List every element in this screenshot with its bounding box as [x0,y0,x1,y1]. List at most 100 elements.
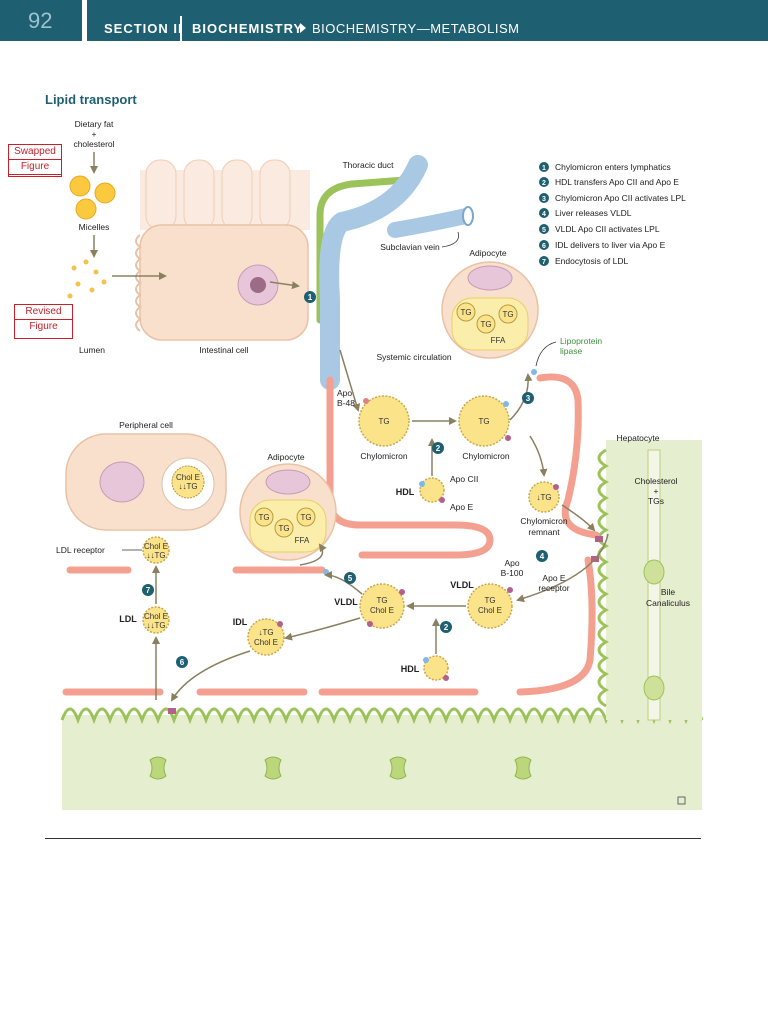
triangle-icon [300,23,306,33]
arrow-line [90,152,300,290]
apo-b48-label: B-48 [337,398,355,408]
step-marker-numbers: 1 2 3 4 5 2 6 7 [146,293,545,667]
subclavian-vein-label: Subclavian vein [380,242,440,252]
subclavian-vein [387,208,474,238]
step-marker-3 [522,392,534,404]
bile-canaliculus [643,559,665,585]
vldl-label: VLDL [450,580,474,590]
vldl-particle [467,583,513,629]
tg-label: ↓TG [258,628,273,637]
apo-b48-label: Apo [337,388,352,398]
chylomicron-remnant-particle [528,481,560,513]
tg-label: TG [502,310,513,319]
bottom-junctions [149,756,532,780]
apo-cii-label: Apo CII [450,474,478,484]
stamp-line: Figure [29,321,58,332]
idl-particle [247,618,285,656]
circulation-vessel [536,373,600,539]
cholesterol-tgs-label: TGs [648,496,664,506]
step-marker-6 [176,656,188,668]
bile-canaliculus-duct [647,449,661,721]
lipoprotein-particles [142,395,560,681]
svg-text:6: 6 [542,243,546,250]
bottom-rule [45,838,701,839]
ffa-label: FFA [491,336,506,345]
peripheral-nucleus [99,461,145,503]
intestinal-cell [139,224,309,341]
systemic-circulation-label: Systemic circulation [376,352,451,362]
subsection-label: BIOCHEMISTRY—METABOLISM [300,21,520,36]
stamp-line: Swapped [9,145,61,160]
tg-droplet [274,518,294,538]
adipocyte-nucleus [265,469,311,495]
figure-title: Lipid transport [45,92,137,107]
svg-text:7: 7 [146,586,151,595]
apo-b100-label: B-100 [501,568,524,578]
tg-label: ↓↓TG [146,621,165,630]
tg-droplet [476,314,496,334]
peripheral-cell-label: Peripheral cell [119,420,173,430]
adipocyte-label: Adipocyte [267,452,305,462]
legend-item: 3 Chylomicron Apo CII activates LPL [539,193,686,203]
lipid-transport-diagram: 1 2 3 4 5 2 6 7 Dietary fat + cholestero… [56,119,704,810]
stamp-line: Revised [15,305,72,320]
legend-item: 5 VLDL Apo CII activates LPL [539,224,660,234]
apo-b100-label: Apo [504,558,519,568]
villus-columns [145,159,291,231]
hdl-label: HDL [396,487,415,497]
adipocyte-label: Adipocyte [469,248,507,258]
apo-e-receptor-label: Apo E [542,573,565,583]
intestinal-cell-brush-border [135,234,142,332]
hdl-particle [423,655,449,681]
stamp-line: Figure [9,160,61,175]
apo-e-label: Apo E [450,502,473,512]
tg-label: TG [278,524,289,533]
vldl-label: VLDL [334,597,358,607]
svg-text:5: 5 [542,227,546,234]
svg-text:2: 2 [542,180,546,187]
legend: 1 Chylomicron enters lymphatics 2 HDL tr… [539,162,686,266]
tg-label: TG [460,308,471,317]
section-label: SECTION II [104,21,183,36]
circulation-vessel [516,556,596,696]
dietary-label: Dietary fat [75,119,114,129]
tg-droplet [296,507,316,527]
fat-droplets [69,175,116,220]
hepatocyte-label: Hepatocyte [617,433,660,443]
svg-text:2: 2 [444,623,449,632]
header-divider [180,16,182,41]
step-marker-1 [304,291,316,303]
chylomicron-remnant-label: remnant [528,527,560,537]
apoprotein-markers [277,398,559,681]
page-number: 92 [28,8,53,33]
lipoprotein-name-labels: HDL VLDL VLDL HDL IDL LDL [119,487,474,674]
svg-text:5: 5 [348,574,353,583]
diagram-labels: Dietary fat + cholesterol Micelles Lumen… [73,119,690,608]
subclavian-vein [319,155,428,390]
step-marker-5 [344,572,356,584]
svg-text:Lipoprotein: Lipoprotein [560,336,602,346]
svg-text:Endocytosis of LDL: Endocytosis of LDL [555,256,629,266]
vldl-particle [359,583,405,629]
svg-text:6: 6 [180,658,185,667]
hepatocyte-microvilli [597,448,610,708]
step-marker-7 [142,584,154,596]
thoracic-duct-label: Thoracic duct [342,160,394,170]
legend-item: 1 Chylomicron enters lymphatics [539,162,671,172]
bile-canaliculus-label: Bile [661,587,675,597]
svg-text:7: 7 [542,259,546,266]
micelle-particles [67,259,107,299]
ldl-particle [142,606,170,634]
lipase-label: Lipoprotein lipase [560,336,602,356]
chylomicron-label: Chylomicron [360,451,408,461]
lipoprotein-lipase-marker [531,369,537,375]
page-header: 92 SECTION II BIOCHEMISTRY BIOCHEMISTRY—… [0,0,768,41]
header-separator [82,0,87,41]
hdl-particle [419,477,445,503]
chylomicron-label: Chylomicron [462,451,510,461]
diagram-labels-left: Apo B-48 Apo CII Apo E LDL receptor [56,388,478,555]
step-marker-2 [440,621,452,633]
chol-e-label: Chol E [478,606,502,615]
svg-text:Liver releases VLDL: Liver releases VLDL [555,208,632,218]
legend-item: 4 Liver releases VLDL [539,208,632,218]
